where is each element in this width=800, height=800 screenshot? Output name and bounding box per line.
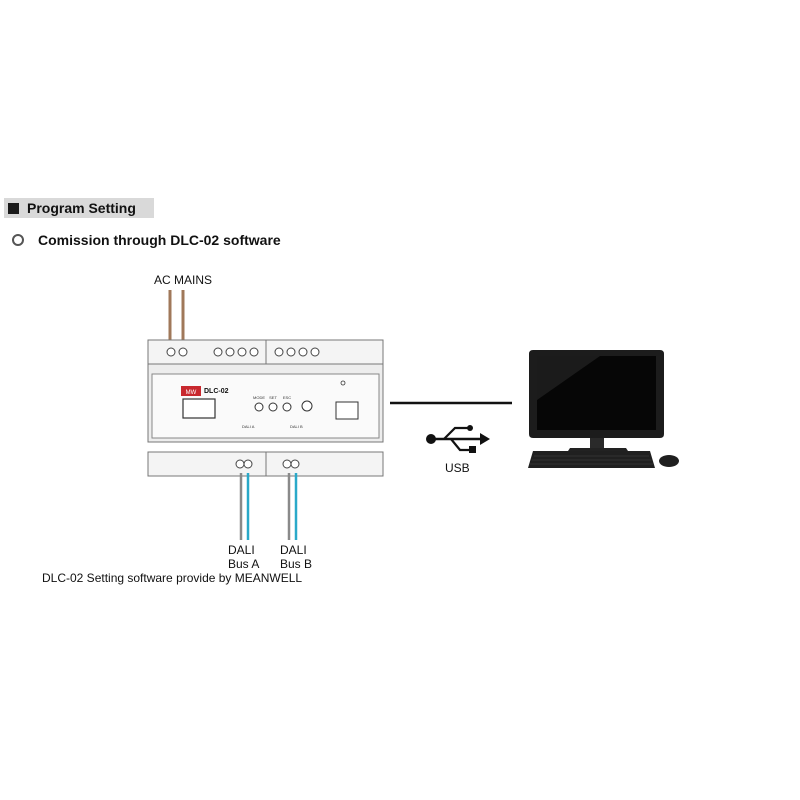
footnote: DLC-02 Setting software provide by MEANW… [42, 571, 303, 585]
dali-b-label-line2: Bus B [280, 557, 313, 571]
svg-text:ESC: ESC [283, 395, 291, 400]
svg-text:MODE: MODE [253, 395, 265, 400]
dlc-02-controller: MW DLC-02 MODE SET ESC DALI A DALI B [147, 339, 384, 477]
dali-b-label-line1: DALI [280, 543, 307, 557]
svg-text:SET: SET [269, 395, 277, 400]
brand-logo-text: MW [186, 390, 197, 396]
computer-monitor-icon [529, 350, 664, 454]
dali-a-label-line1: DALI [228, 543, 255, 557]
rotary-knob [301, 400, 313, 412]
mouse-icon [659, 455, 679, 467]
ac-mains-wires [168, 290, 185, 343]
device-usb-port [335, 401, 359, 420]
dali-bus-wires [239, 473, 298, 540]
section-title: Program Setting [27, 200, 136, 216]
usb-symbol-icon [426, 425, 490, 453]
header-square-icon [8, 202, 19, 214]
device-buttons: MODE SET ESC [253, 395, 292, 412]
keyboard-icon [528, 451, 655, 468]
usb-label: USB [445, 461, 470, 475]
section-header: Program Setting [4, 198, 154, 218]
subtitle-text: Comission through DLC-02 software [38, 232, 281, 248]
lcd-display [182, 398, 216, 419]
bottom-terminal-screws [235, 459, 300, 469]
bullet-ring-icon [12, 234, 24, 246]
ac-mains-label: AC MAINS [154, 273, 213, 287]
port-a-text: DALI A [242, 424, 255, 429]
device-model-text: DLC-02 [204, 388, 229, 395]
top-terminal-screws [166, 347, 320, 357]
subtitle: Comission through DLC-02 software [12, 232, 281, 248]
port-b-text: DALI B [290, 424, 303, 429]
dali-a-label-line2: Bus A [228, 557, 260, 571]
